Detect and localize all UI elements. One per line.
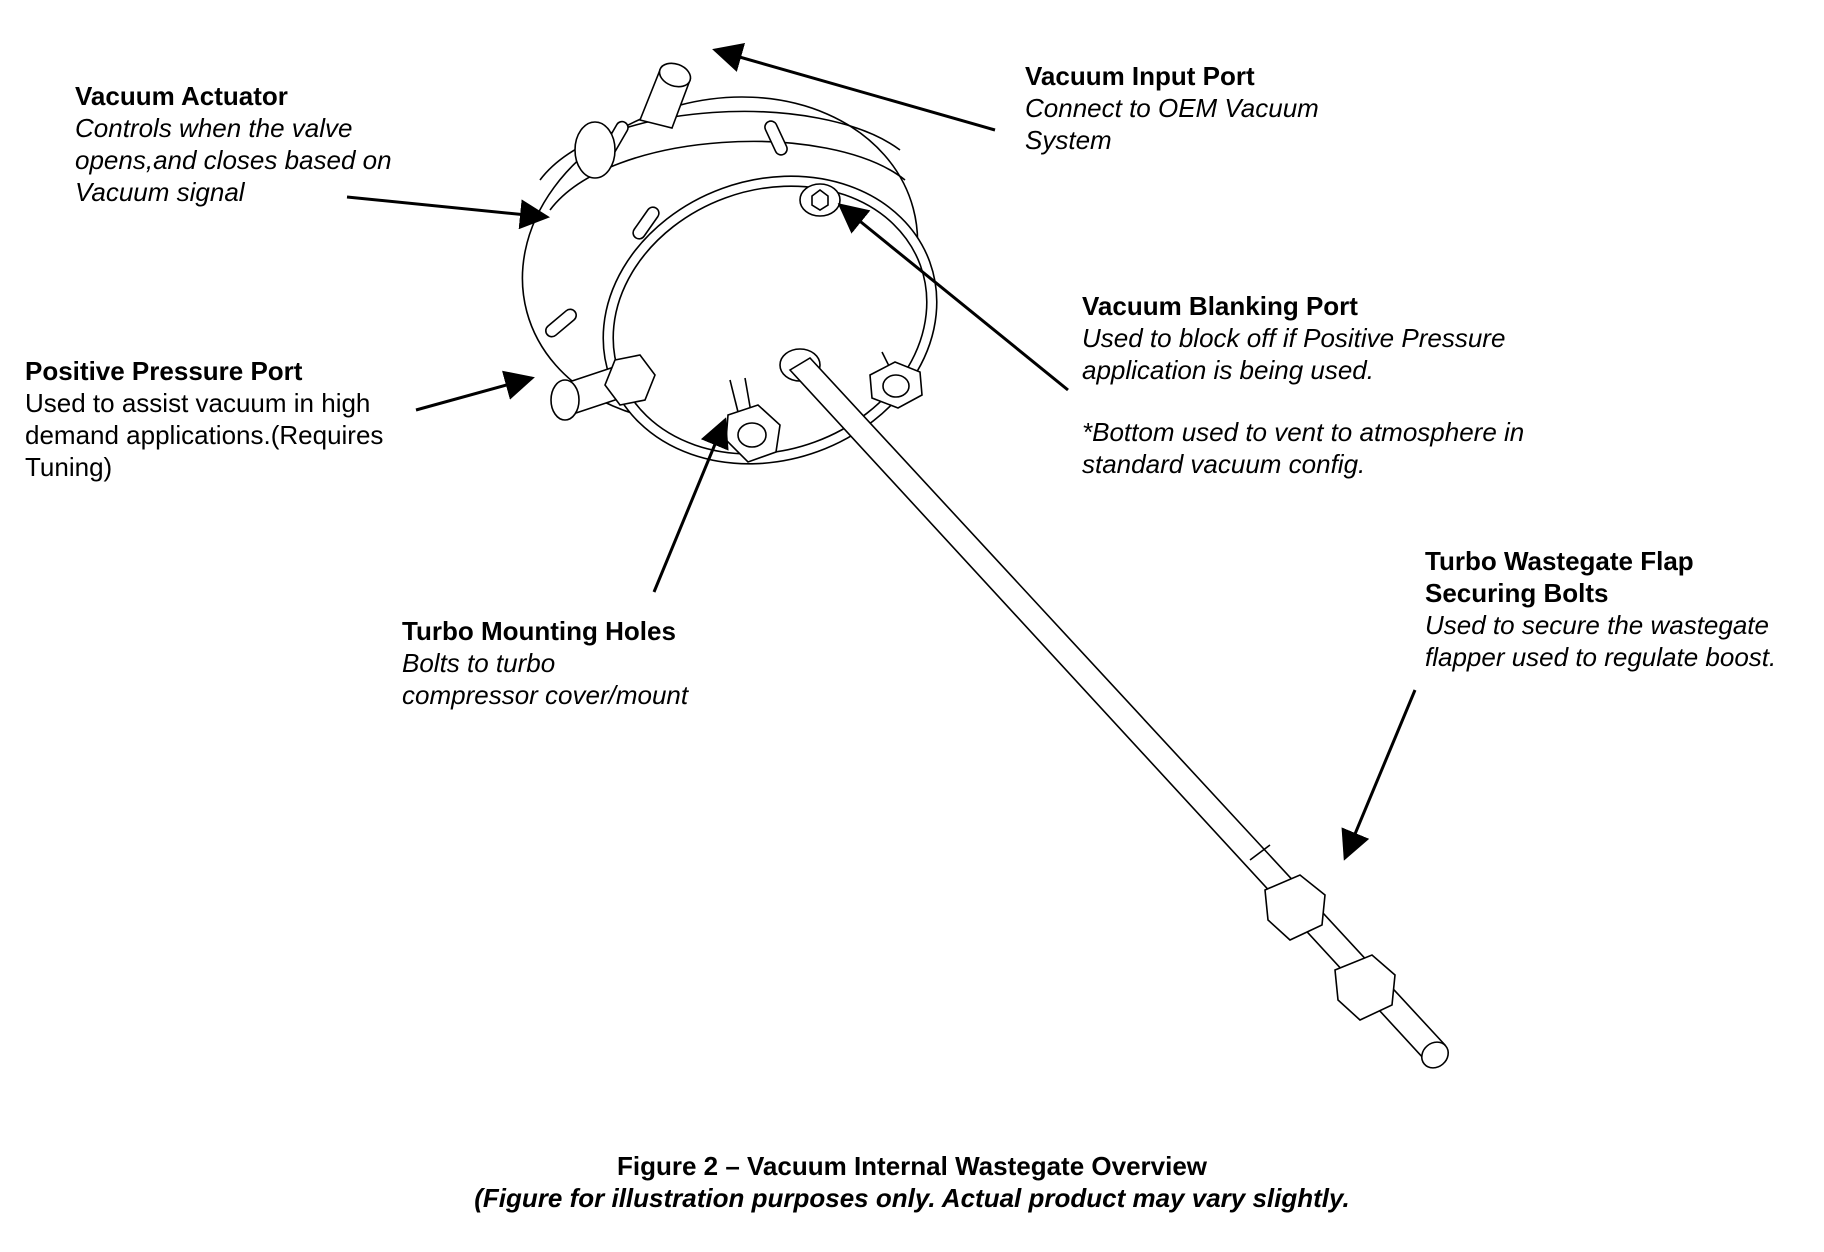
label-description: Controls when the valve opens,and closes… bbox=[75, 113, 392, 207]
arrow-positive-pressure-port bbox=[415, 370, 535, 412]
arrow-wastegate-flap-bolts bbox=[1341, 689, 1417, 861]
figure-caption-note: (Figure for illustration purposes only. … bbox=[474, 1183, 1350, 1213]
label-description: Used to assist vacuum in high demand app… bbox=[25, 388, 384, 482]
label-title: Vacuum Input Port bbox=[1025, 61, 1255, 91]
figure-caption-title: Figure 2 – Vacuum Internal Wastegate Ove… bbox=[616, 1151, 1208, 1181]
arrow-turbo-mounting-holes bbox=[652, 417, 729, 593]
label-wastegate-flap-bolts: Turbo Wastegate Flap Securing Bolts Used… bbox=[1425, 545, 1776, 673]
label-title: Vacuum Actuator bbox=[75, 81, 288, 111]
arrow-vacuum-actuator bbox=[346, 195, 550, 230]
actuator-drawing bbox=[521, 62, 1450, 1069]
label-turbo-mounting-holes: Turbo Mounting Holes Bolts to turbo comp… bbox=[402, 615, 688, 711]
label-description: Used to secure the wastegate flapper use… bbox=[1425, 610, 1777, 672]
label-positive-pressure-port: Positive Pressure Port Used to assist va… bbox=[25, 355, 383, 483]
label-title: Positive Pressure Port bbox=[25, 356, 303, 386]
label-description: Connect to OEM Vacuum System bbox=[1025, 93, 1319, 155]
label-title: Turbo Mounting Holes bbox=[402, 616, 676, 646]
label-note: *Bottom used to vent to atmosphere in st… bbox=[1082, 417, 1525, 479]
label-description: Used to block off if Positive Pressure a… bbox=[1082, 323, 1506, 385]
label-vacuum-blanking-port: Vacuum Blanking Port Used to block off i… bbox=[1082, 290, 1524, 480]
label-vacuum-input-port: Vacuum Input Port Connect to OEM Vacuum … bbox=[1025, 60, 1319, 156]
label-title: Vacuum Blanking Port bbox=[1082, 291, 1358, 321]
label-vacuum-actuator: Vacuum Actuator Controls when the valve … bbox=[75, 80, 392, 208]
figure-caption: Figure 2 – Vacuum Internal Wastegate Ove… bbox=[0, 1150, 1824, 1214]
label-title: Turbo Wastegate Flap Securing Bolts bbox=[1425, 546, 1694, 608]
label-description: Bolts to turbo compressor cover/mount bbox=[402, 648, 689, 710]
arrow-vacuum-input-port bbox=[712, 42, 996, 132]
callout-arrows bbox=[346, 42, 1417, 861]
arrow-vacuum-blanking-port bbox=[837, 203, 1069, 392]
